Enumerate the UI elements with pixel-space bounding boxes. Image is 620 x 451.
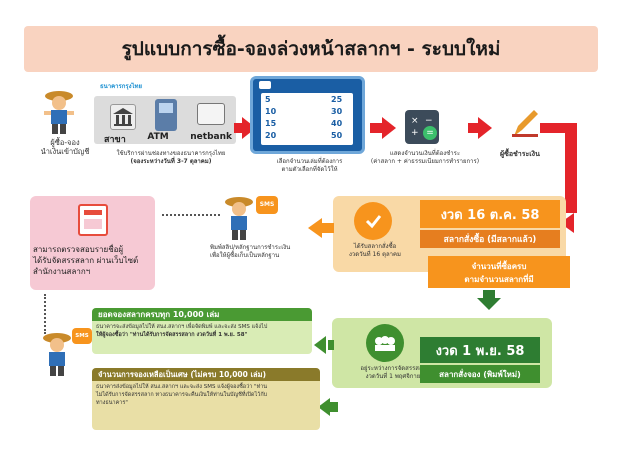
pay-figure bbox=[508, 106, 542, 144]
check-icon bbox=[354, 202, 392, 240]
slip-text2: เพื่อให้ผู้ซื้อเก็บเป็นหลักฐาน bbox=[210, 251, 280, 259]
dotted-vertical bbox=[44, 294, 46, 334]
screen-logo-icon bbox=[259, 81, 271, 89]
box2-text: ธนาคารส่งข้อมูลไปให้ สนง.สลากฯ และจะส่ง … bbox=[96, 384, 318, 408]
orange-arrow-body bbox=[320, 223, 334, 233]
green-date-label: งวด 1 พ.ย. 58 bbox=[420, 337, 540, 363]
step2-text2: ตามตัวเลือกที่จัดไว้ให้ bbox=[281, 165, 338, 173]
box1-heading: ยอดจองสลากครบทุก 10,000 เล่ม bbox=[92, 308, 312, 321]
red-connector-vertical bbox=[565, 123, 577, 213]
website-icon bbox=[78, 204, 108, 236]
box2-line2: ไม่ได้รับการจัดสรรสลาก ทางธนาคารจะคืนเงิ… bbox=[96, 391, 268, 398]
people-icon bbox=[366, 324, 404, 362]
box2-line1: ธนาคารส่งข้อมูลไปให้ สนง.สลากฯ และจะส่ง … bbox=[96, 384, 268, 390]
service-text: ใช้บริการผ่านช่องทางของธนาคารกรุงไทย bbox=[116, 150, 226, 157]
title-banner: รูปแบบการซื้อ-จองล่วงหน้าสลากฯ - ระบบใหม… bbox=[24, 26, 598, 72]
box2-line3: ทางธนาคาร" bbox=[96, 399, 128, 406]
green-arrow-body-2 bbox=[330, 402, 338, 412]
bank-name: ธนาคารกรุงไทย bbox=[100, 83, 143, 90]
orange-arrow bbox=[308, 218, 322, 238]
green-status-label: สลากสั่งจอง (พิมพ์ใหม่) bbox=[420, 365, 540, 383]
step3-text1: แสดงจำนวนเงินที่ต้องชำระ bbox=[389, 150, 461, 157]
pink-text: สามารถตรวจสอบรายชื่อผู้ ได้รับจัดสรรสลาก… bbox=[33, 244, 158, 278]
pen-icon bbox=[512, 110, 538, 137]
middle-figure bbox=[222, 196, 256, 244]
bottom-figure bbox=[40, 332, 74, 380]
green-arrow-body bbox=[483, 290, 495, 298]
num-left-0: 5 bbox=[265, 95, 271, 104]
branch-icon bbox=[110, 104, 136, 130]
pink-text1: สามารถตรวจสอบรายชื่อผู้ bbox=[33, 245, 124, 254]
payer-label: ผู้ซื้อชำระเงิน bbox=[500, 150, 540, 158]
box1-text: ธนาคารจะส่งข้อมูลไปให้ สนง.สลากฯ เพื่อจั… bbox=[96, 324, 310, 339]
orange-small2: งวดวันที่ 16 ตุลาคม bbox=[349, 250, 401, 258]
selection-screen: 5 10 15 20 25 30 40 50 bbox=[250, 76, 365, 154]
green-small2: งวดวันที่ 1 พฤศจิกายน bbox=[365, 372, 425, 380]
arrow-2 bbox=[370, 117, 396, 139]
orange-banner1: จำนวนที่ซื้อครบ bbox=[471, 262, 527, 271]
orange-banner2: ตามจำนวนสลากที่มี bbox=[464, 275, 534, 284]
buyer-figure bbox=[42, 90, 76, 138]
green-arrow-left-2 bbox=[318, 398, 330, 416]
period-text: (จองระหว่างวันที่ 3-7 ตุลาคม) bbox=[130, 157, 212, 165]
channel-netbank: netbank bbox=[190, 132, 232, 142]
green-small: อยู่ระหว่างการจัดสรรสลาก งวดวันที่ 1 พฤศ… bbox=[350, 365, 440, 380]
orange-small1: ได้รับสลากสั่งซื้อ bbox=[353, 243, 397, 250]
sms-bubble: SMS bbox=[256, 196, 278, 214]
buyer-label-block: ผู้ซื้อ-จอง นำเงินเข้าบัญชี bbox=[40, 138, 90, 157]
channel-labels: สาขา ATM netbank bbox=[104, 132, 232, 146]
num-right-2: 40 bbox=[331, 119, 343, 128]
arrow-3 bbox=[468, 117, 492, 139]
box2-heading: จำนวนการจองเหลือเป็นเศษ (ไม่ครบ 10,000 เ… bbox=[92, 368, 320, 381]
step2-text1: เลือกจำนวนเล่มที่ต้องการ bbox=[276, 158, 343, 165]
step3-text2: (ค่าสลาก + ค่าธรรมเนียมการทำรายการ) bbox=[370, 157, 480, 165]
step3-desc: แสดงจำนวนเงินที่ต้องชำระ (ค่าสลาก + ค่าธ… bbox=[370, 150, 480, 165]
red-connector-top bbox=[540, 123, 577, 133]
farmer-sms-icon-2 bbox=[43, 333, 71, 376]
buyer-label: ผู้ซื้อ-จอง bbox=[50, 138, 80, 147]
laptop-icon bbox=[197, 103, 225, 125]
green-arrow-left-1 bbox=[314, 336, 326, 354]
num-left-3: 20 bbox=[265, 131, 277, 140]
box1-line2: ให้ผู้จองซื้อว่า "ท่านได้รับการจัดสรรสลา… bbox=[96, 331, 248, 338]
page-title: รูปแบบการซื้อ-จองล่วงหน้าสลากฯ - ระบบใหม… bbox=[121, 38, 501, 60]
farmer-icon bbox=[44, 91, 74, 134]
num-right-3: 50 bbox=[331, 131, 343, 140]
num-right-0: 25 bbox=[331, 95, 343, 104]
green-arrow-body-1 bbox=[328, 340, 334, 350]
channel-desc: ใช้บริการผ่านช่องทางของธนาคารกรุงไทย (จอ… bbox=[96, 150, 246, 165]
dotted-connector bbox=[162, 214, 220, 216]
slip-text1: พิมพ์สลิป/หลักฐานการชำระเงิน bbox=[210, 244, 291, 251]
orange-date-label: งวด 16 ต.ค. 58 bbox=[420, 200, 560, 228]
green-small1: อยู่ระหว่างการจัดสรรสลาก bbox=[360, 365, 430, 372]
channel-atm: ATM bbox=[147, 132, 169, 142]
middle-desc: พิมพ์สลิป/หลักฐานการชำระเงิน เพื่อให้ผู้… bbox=[210, 244, 310, 259]
bank-logo: ธนาคารกรุงไทย bbox=[100, 83, 142, 91]
sms-bubble-2: SMS bbox=[72, 328, 92, 344]
box1-line1: ธนาคารจะส่งข้อมูลไปให้ สนง.สลากฯ เพื่อจั… bbox=[96, 324, 268, 330]
calculator-icon: × − + = bbox=[405, 110, 439, 144]
num-left-1: 10 bbox=[265, 107, 277, 116]
buyer-sub: นำเงินเข้าบัญชี bbox=[40, 147, 90, 157]
orange-small: ได้รับสลากสั่งซื้อ งวดวันที่ 16 ตุลาคม bbox=[340, 243, 410, 258]
pink-text2: ได้รับจัดสรรสลาก ผ่านเว็บไซต์ bbox=[33, 256, 139, 266]
orange-banner: จำนวนที่ซื้อครบ ตามจำนวนสลากที่มี bbox=[428, 256, 570, 288]
pink-text3: สำนักงานสลากฯ bbox=[33, 267, 91, 277]
channel-branch: สาขา bbox=[104, 135, 126, 145]
num-right-1: 30 bbox=[331, 107, 343, 116]
orange-status-label: สลากสั่งซื้อ (มีสลากแล้ว) bbox=[420, 230, 560, 248]
farmer-sms-icon bbox=[225, 197, 253, 240]
green-arrow-down bbox=[477, 298, 501, 310]
step2-desc: เลือกจำนวนเล่มที่ต้องการ ตามตัวเลือกที่จ… bbox=[252, 158, 367, 173]
atm-icon bbox=[155, 99, 177, 131]
num-left-2: 15 bbox=[265, 119, 277, 128]
